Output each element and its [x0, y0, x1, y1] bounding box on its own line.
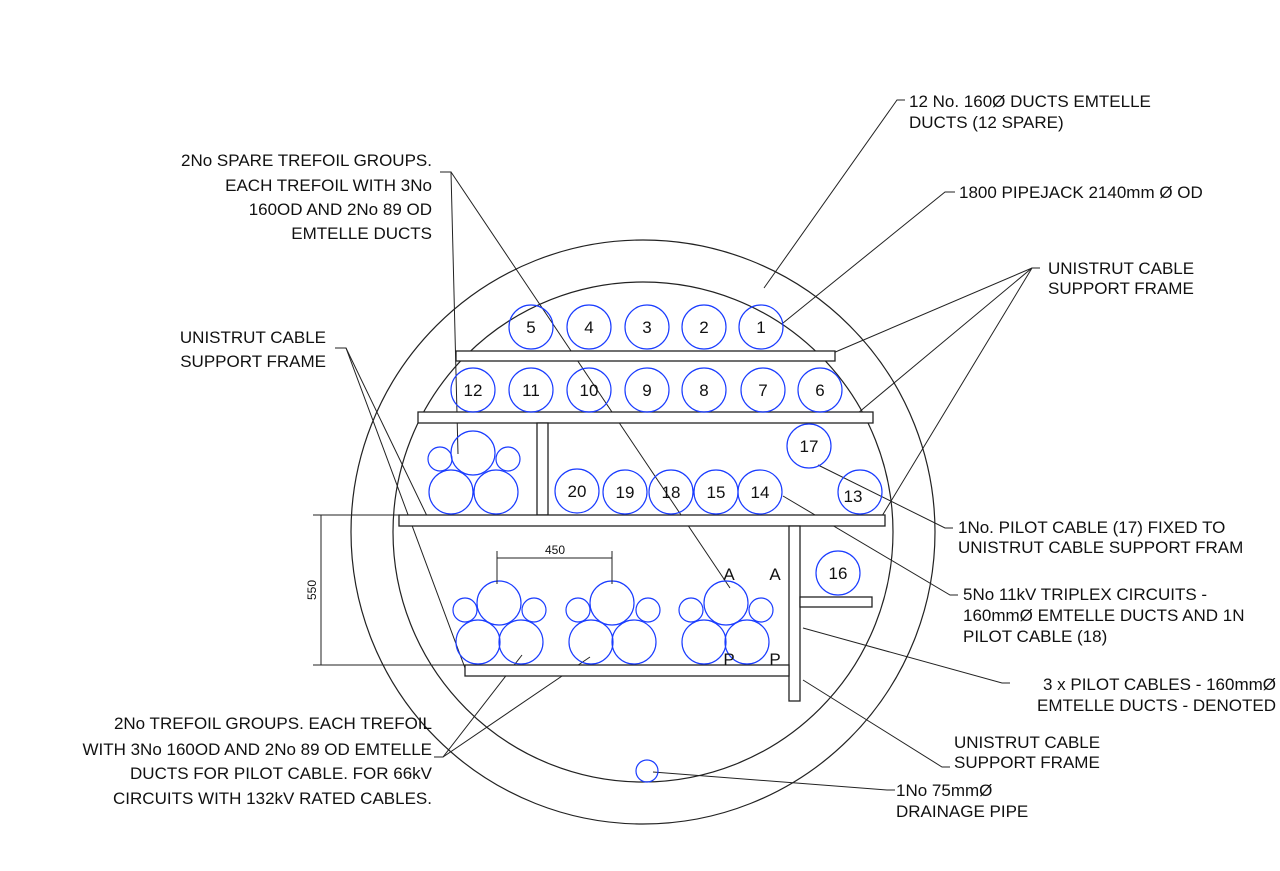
label-triplex: 5No 11kV TRIPLEX CIRCUITS - 160mmØ EMTEL… [963, 585, 1245, 646]
svg-text:CIRCUITS WITH 132kV RATED CABL: CIRCUITS WITH 132kV RATED CABLES. [113, 789, 432, 808]
duct-row-top: 5 4 3 2 1 [508, 304, 784, 350]
duct-label: 9 [642, 381, 651, 400]
duct-label: 3 [642, 318, 651, 337]
shelf-right-bay [799, 596, 873, 608]
duct-label: 7 [758, 381, 767, 400]
support-frames [398, 350, 886, 702]
pipe-inner-wall [392, 281, 894, 783]
svg-text:1No. PILOT CABLE (17) FIXED TO: 1No. PILOT CABLE (17) FIXED TO [958, 518, 1225, 537]
duct-label: 6 [815, 381, 824, 400]
dimension-label: 550 [305, 580, 319, 600]
svg-text:EACH TREFOIL WITH 3No: EACH TREFOIL WITH 3No [225, 176, 432, 195]
label-trefoil-groups: 2No TREFOIL GROUPS. EACH TREFOIL WITH 3N… [82, 714, 432, 808]
svg-text:EMTELLE DUCTS - DENOTED: EMTELLE DUCTS - DENOTED [1037, 696, 1276, 715]
trefoil-group-1 [452, 580, 547, 665]
dimension-horizontal: 450 [496, 543, 613, 584]
dimension-label: 450 [545, 543, 565, 557]
duct-label: 17 [800, 437, 819, 456]
duct-label: 13 [844, 487, 863, 506]
svg-text:SUPPORT FRAME: SUPPORT FRAME [1048, 279, 1194, 298]
label-emtelle-ducts: 12 No. 160Ø DUCTS EMTELLE DUCTS (12 SPAR… [909, 92, 1151, 132]
duct-row-third: 20 19 18 15 14 [554, 468, 783, 515]
divider-lower-bay [788, 525, 801, 702]
duct-label: 4 [584, 318, 593, 337]
svg-text:2No SPARE TREFOIL GROUPS.: 2No SPARE TREFOIL GROUPS. [181, 151, 432, 170]
svg-text:5No 11kV TRIPLEX CIRCUITS -: 5No 11kV TRIPLEX CIRCUITS - [963, 585, 1207, 604]
svg-text:160OD AND 2No 89 OD: 160OD AND 2No 89 OD [249, 200, 432, 219]
svg-text:1No 75mmØ: 1No 75mmØ [896, 781, 992, 800]
duct-label: 11 [522, 381, 540, 400]
shelf-third [398, 514, 886, 527]
label-unistrut-bottom: UNISTRUT CABLE SUPPORT FRAME [954, 733, 1100, 772]
duct-label: 20 [568, 482, 587, 501]
duct-label: 16 [829, 564, 848, 583]
svg-text:DRAINAGE PIPE: DRAINAGE PIPE [896, 802, 1028, 821]
marker-p: P [769, 650, 780, 669]
label-unistrut-right: UNISTRUT CABLE SUPPORT FRAME [1048, 259, 1194, 298]
duct-label: 19 [616, 483, 635, 502]
svg-text:UNISTRUT CABLE: UNISTRUT CABLE [954, 733, 1100, 752]
duct-label: 8 [699, 381, 708, 400]
svg-text:UNISTRUT CABLE: UNISTRUT CABLE [180, 328, 326, 347]
dimension-vertical: 550 [305, 514, 465, 666]
divider-upper-bay [536, 422, 549, 516]
drainage-pipe [635, 759, 659, 783]
svg-text:160mmØ EMTELLE DUCTS AND 1N: 160mmØ EMTELLE DUCTS AND 1N [963, 606, 1245, 625]
label-pilot-cable: 1No. PILOT CABLE (17) FIXED TO UNISTRUT … [958, 518, 1243, 557]
svg-text:3 x PILOT CABLES - 160mmØ: 3 x PILOT CABLES - 160mmØ [1043, 675, 1276, 694]
duct-label: 5 [526, 318, 535, 337]
label-drainage: 1No 75mmØ DRAINAGE PIPE [896, 781, 1028, 821]
svg-text:EMTELLE DUCTS: EMTELLE DUCTS [291, 224, 432, 243]
svg-text:SUPPORT FRAME: SUPPORT FRAME [954, 753, 1100, 772]
svg-text:PILOT CABLE (18): PILOT CABLE (18) [963, 627, 1107, 646]
trefoil-group-spare-bottom [678, 580, 774, 665]
label-pipejack: 1800 PIPEJACK 2140mm Ø OD [959, 183, 1203, 202]
svg-text:UNISTRUT CABLE SUPPORT FRAM: UNISTRUT CABLE SUPPORT FRAM [958, 538, 1243, 557]
svg-text:2No TREFOIL GROUPS. EACH TREF: 2No TREFOIL GROUPS. EACH TREFOIL [114, 714, 432, 733]
duct-row-second: 12 11 10 9 8 7 6 [450, 367, 843, 413]
shelf-top [455, 350, 836, 362]
svg-text:DUCTS (12 SPARE): DUCTS (12 SPARE) [909, 113, 1064, 132]
svg-text:WITH 3No 160OD AND 2No 89 OD E: WITH 3No 160OD AND 2No 89 OD EMTELLE [82, 740, 432, 759]
duct-label: 18 [662, 483, 681, 502]
duct-label: 14 [751, 483, 770, 502]
trefoil-group-2 [565, 580, 661, 665]
pipe-outer-wall [350, 239, 936, 825]
duct-label: 15 [707, 483, 726, 502]
label-pilot-cables: 3 x PILOT CABLES - 160mmØ EMTELLE DUCTS … [1037, 675, 1276, 715]
duct-17 [786, 423, 832, 469]
marker-p: P [723, 650, 734, 669]
svg-text:1800 PIPEJACK 2140mm Ø OD: 1800 PIPEJACK 2140mm Ø OD [959, 183, 1203, 202]
leader-lines [335, 99, 1040, 791]
marker-a: A [769, 565, 781, 584]
duct-label: 10 [580, 381, 599, 400]
duct-label: 1 [756, 318, 765, 337]
svg-text:DUCTS FOR PILOT CABLE. FOR 66: DUCTS FOR PILOT CABLE. FOR 66kV [130, 764, 433, 783]
label-unistrut-left: UNISTRUT CABLE SUPPORT FRAME [180, 328, 326, 371]
svg-text:SUPPORT FRAME: SUPPORT FRAME [180, 352, 326, 371]
duct-16 [815, 550, 861, 596]
spare-trefoil-group [427, 430, 521, 515]
duct-label: 12 [464, 381, 483, 400]
svg-text:12 No. 160Ø DUCTS EMTELLE: 12 No. 160Ø DUCTS EMTELLE [909, 92, 1151, 111]
label-spare-trefoil: 2No SPARE TREFOIL GROUPS. EACH TREFOIL W… [181, 151, 432, 243]
shelf-second [417, 411, 874, 424]
shelf-bottom [464, 664, 790, 677]
duct-label: 2 [699, 318, 708, 337]
duct-13 [837, 469, 883, 515]
marker-a: A [723, 565, 735, 584]
svg-text:UNISTRUT CABLE: UNISTRUT CABLE [1048, 259, 1194, 278]
